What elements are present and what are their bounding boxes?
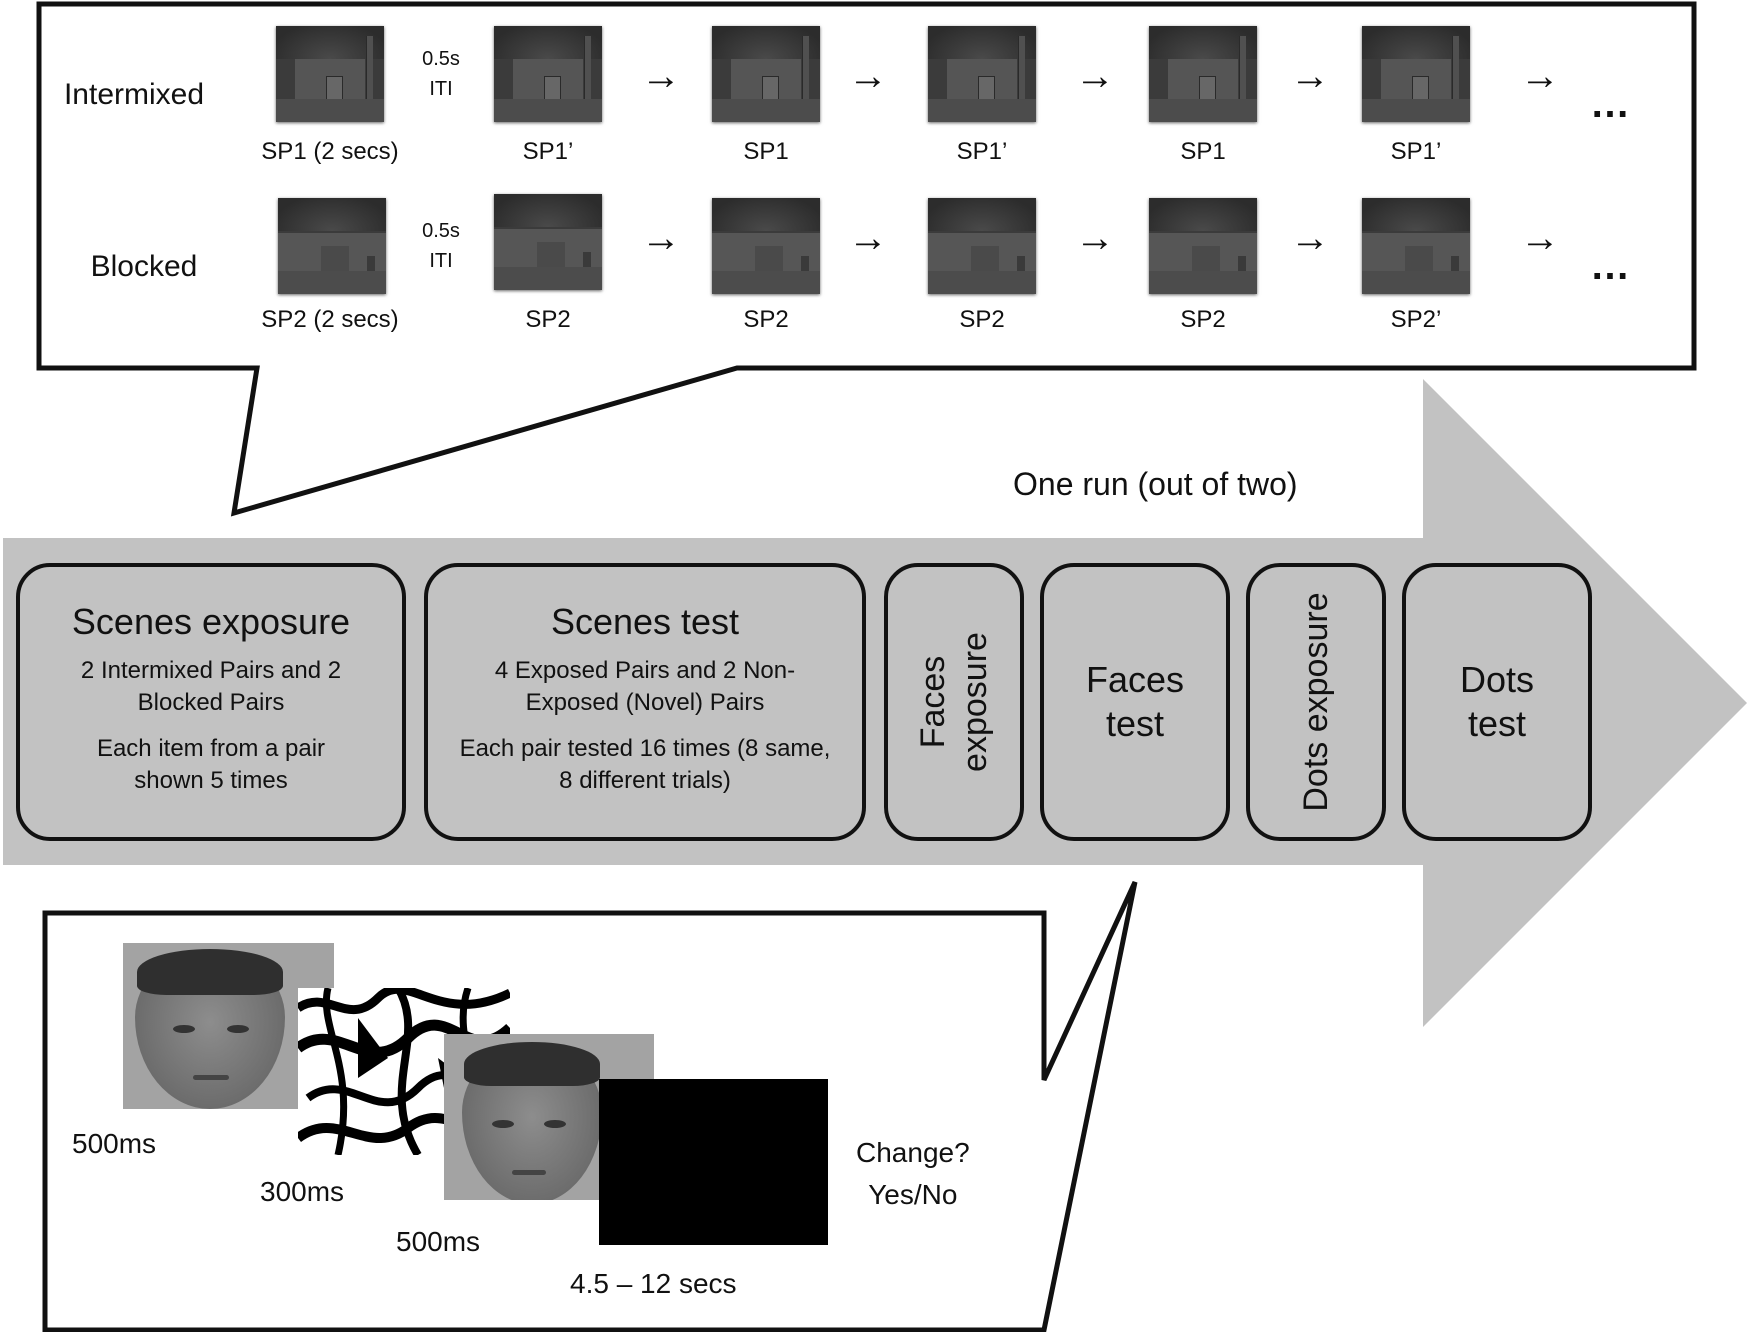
arrow-right-icon: →	[1520, 216, 1560, 260]
stage-title: Scenes test	[550, 601, 740, 642]
scene-thumbnail	[278, 198, 386, 294]
scene-thumbnail	[1362, 26, 1470, 122]
iti-text: ITI	[429, 250, 453, 272]
duration-label: 500ms	[72, 1128, 157, 1159]
arrow-right-icon: →	[1290, 216, 1330, 260]
stage-faces-test: Faces test	[1040, 563, 1230, 841]
iti-duration: 0.5s	[422, 48, 460, 70]
scene-thumbnail	[712, 198, 820, 294]
iti-label: 0.5s ITI	[406, 216, 476, 276]
duration-label: 500ms	[396, 1226, 481, 1257]
stage-faces-exposure: Faces exposure	[884, 563, 1024, 841]
caption: SP1 (2 secs)	[261, 138, 399, 165]
stage-dots-exposure: Dots exposure	[1246, 563, 1386, 841]
scene-thumbnail	[928, 198, 1036, 294]
stage-dots-test: Dots test	[1402, 563, 1592, 841]
caption: SP2 (2 secs)	[261, 306, 399, 333]
stage-description-2: Each pair tested 16 times (8 same, 8 dif…	[459, 735, 831, 794]
stage-title: Dots test	[1459, 659, 1535, 744]
scene-thumbnail	[928, 26, 1036, 122]
scene-thumbnail	[494, 194, 602, 290]
stage-description-2: Each item from a pair shown 5 times	[96, 735, 326, 794]
iti-label: 0.5s ITI	[406, 44, 476, 104]
caption: SP1’	[522, 138, 574, 165]
scene-thumbnail	[1149, 26, 1257, 122]
caption: SP2	[743, 306, 789, 333]
caption: SP2’	[1390, 306, 1442, 333]
row-label-intermixed: Intermixed	[63, 78, 205, 111]
caption: SP2	[1180, 306, 1226, 333]
ellipsis: …	[1590, 82, 1634, 126]
arrow-right-icon: →	[1290, 54, 1330, 98]
stage-title: Faces test	[1085, 659, 1185, 744]
caption: SP1’	[1390, 138, 1442, 165]
duration-label: 300ms	[260, 1176, 345, 1207]
run-timeline-arrow	[3, 379, 1747, 1027]
arrow-right-icon: →	[848, 216, 888, 260]
response-question: Change?	[856, 1137, 970, 1168]
stage-scenes-test: Scenes test 4 Exposed Pairs and 2 Non-Ex…	[424, 563, 866, 841]
iti-duration: 0.5s	[422, 220, 460, 242]
stage-description: 2 Intermixed Pairs and 2 Blocked Pairs	[80, 657, 342, 716]
stage-title: Scenes exposure	[71, 601, 351, 642]
blank-screen	[599, 1079, 828, 1245]
iti-text: ITI	[429, 78, 453, 100]
stage-scenes-exposure: Scenes exposure 2 Intermixed Pairs and 2…	[16, 563, 406, 841]
scene-thumbnail	[712, 26, 820, 122]
response-options: Yes/No	[868, 1179, 958, 1210]
arrow-right-icon: →	[1075, 54, 1115, 98]
response-prompt: Change? Yes/No	[856, 1132, 970, 1216]
scene-thumbnail	[494, 26, 602, 122]
arrow-right-icon: →	[1075, 216, 1115, 260]
stage-title: Dots exposure	[1297, 592, 1335, 812]
caption: SP2	[525, 306, 571, 333]
arrow-right-icon: →	[641, 54, 681, 98]
arrow-right-icon: →	[1520, 54, 1560, 98]
caption: SP1	[743, 138, 789, 165]
top-callout-outline	[36, 1, 1697, 517]
arrow-right-icon: →	[641, 216, 681, 260]
scene-thumbnail	[276, 26, 384, 122]
caption: SP1	[1180, 138, 1226, 165]
caption: SP1’	[956, 138, 1008, 165]
scene-thumbnail	[1149, 198, 1257, 294]
stage-description: 4 Exposed Pairs and 2 Non-Exposed (Novel…	[494, 657, 796, 716]
run-label: One run (out of two)	[1013, 466, 1298, 502]
row-label-blocked: Blocked	[90, 250, 198, 283]
duration-label: 4.5 – 12 secs	[570, 1268, 737, 1299]
stage-title: Faces exposure	[914, 632, 994, 772]
caption: SP2	[959, 306, 1005, 333]
arrow-right-icon: →	[848, 54, 888, 98]
ellipsis: …	[1590, 244, 1634, 288]
scene-thumbnail	[1362, 198, 1470, 294]
